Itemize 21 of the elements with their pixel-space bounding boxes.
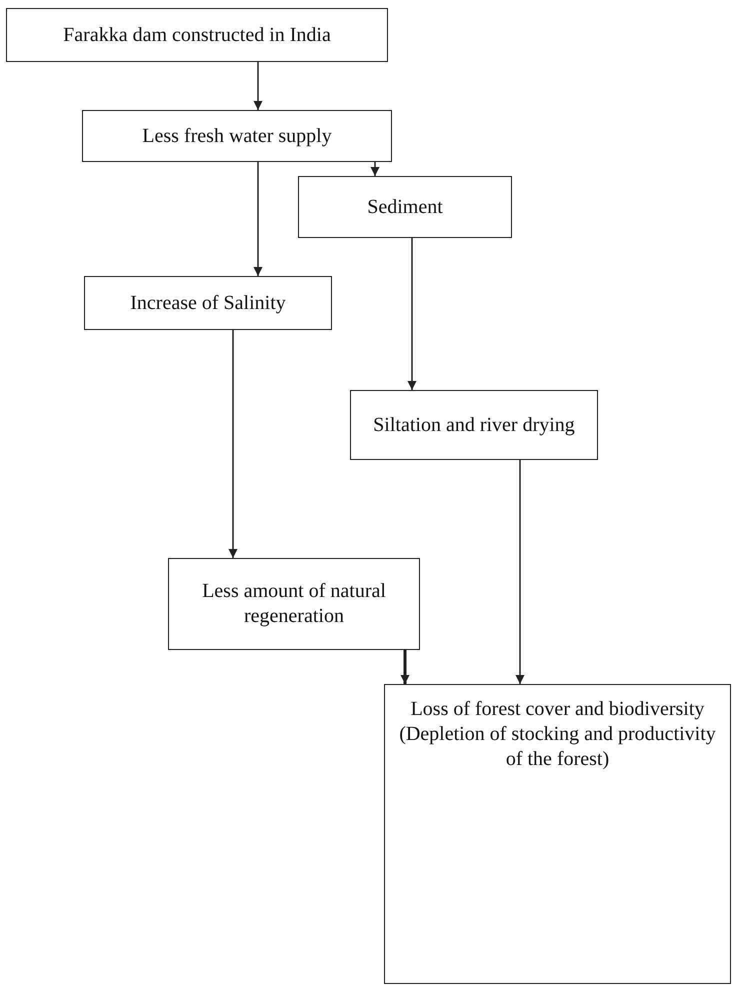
box-text: Less fresh water supply [142,124,332,148]
arrow [254,162,262,276]
process-box [82,110,392,162]
box-text: Farakka dam constructed in India [63,22,331,48]
box-text: Sediment [367,194,443,220]
box-text: Loss of forest cover and biodiversity (Depletion of stocking and productivity of the forest) [398,697,717,772]
arrow [400,650,410,684]
arrow [516,460,524,684]
arrow [370,162,380,176]
process-box [6,8,388,62]
box-text: Increase of Salinity [130,290,286,316]
arrow [254,62,262,110]
process-box [350,390,598,460]
process-box [168,558,420,650]
process-box [84,276,332,330]
arrow [408,238,416,390]
box-text: Siltation and river drying [373,412,575,438]
box-text: Less amount of natural regeneration [201,579,387,629]
process-box [384,684,731,984]
arrow [228,330,238,558]
process-box [298,176,512,238]
